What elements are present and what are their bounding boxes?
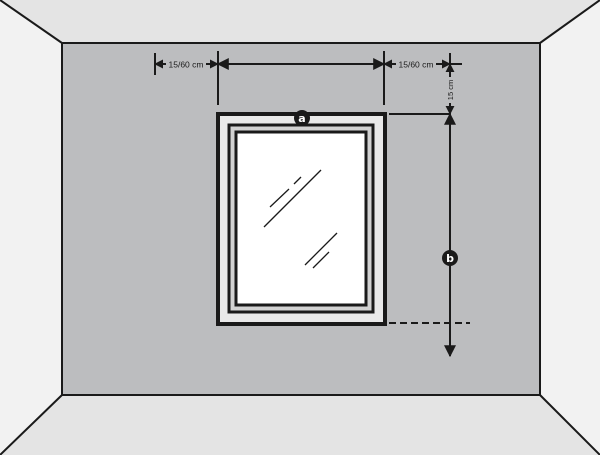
marker-a-circle [294,110,310,126]
window [216,112,387,326]
marker-a: a [294,110,310,126]
left-offset-label: 15/60 cm [169,60,204,70]
corner-line-top-left [0,0,63,44]
top-label-bg [444,77,456,103]
marker-b-circle [442,250,458,266]
window-glass [234,130,368,307]
marker-b: b [442,250,458,266]
glass-reflection [263,169,338,269]
corner-line-bottom-left [0,394,63,455]
corner-line-bottom-right [539,394,600,455]
right-wall [540,0,600,455]
marker-b-label: b [446,252,454,265]
floor [0,395,600,455]
top-offset-label: 15 cm [446,80,455,100]
marker-a-label: a [298,112,305,125]
right-label-bg [396,58,436,70]
left-label-bg [166,58,206,70]
right-offset-label: 15/60 cm [399,60,434,70]
ceiling [0,0,600,43]
left-wall [0,0,62,455]
corner-line-top-right [539,0,600,44]
